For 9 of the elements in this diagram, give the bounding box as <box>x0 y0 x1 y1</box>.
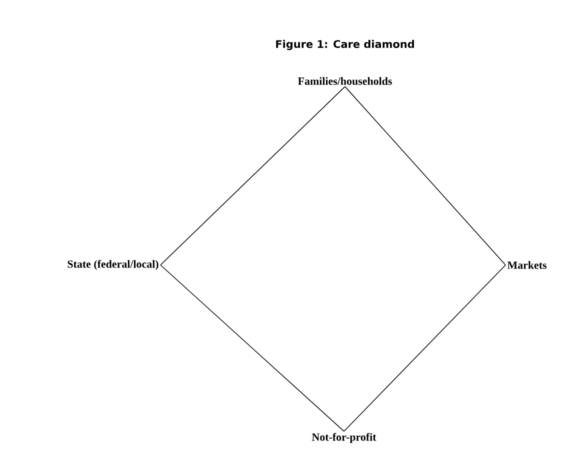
corner-label: State (federal/local) <box>68 260 158 270</box>
corner-label: Not-for-profit <box>312 432 376 444</box>
diamond-side <box>160 86 346 266</box>
corner-label: Families/households <box>298 77 392 85</box>
figure-title: Figure 1: Care diamond <box>276 40 414 50</box>
diamond-side <box>344 86 506 266</box>
diamond-side <box>344 264 506 432</box>
corner-label: Markets <box>507 261 547 269</box>
diamond-side <box>160 264 344 432</box>
